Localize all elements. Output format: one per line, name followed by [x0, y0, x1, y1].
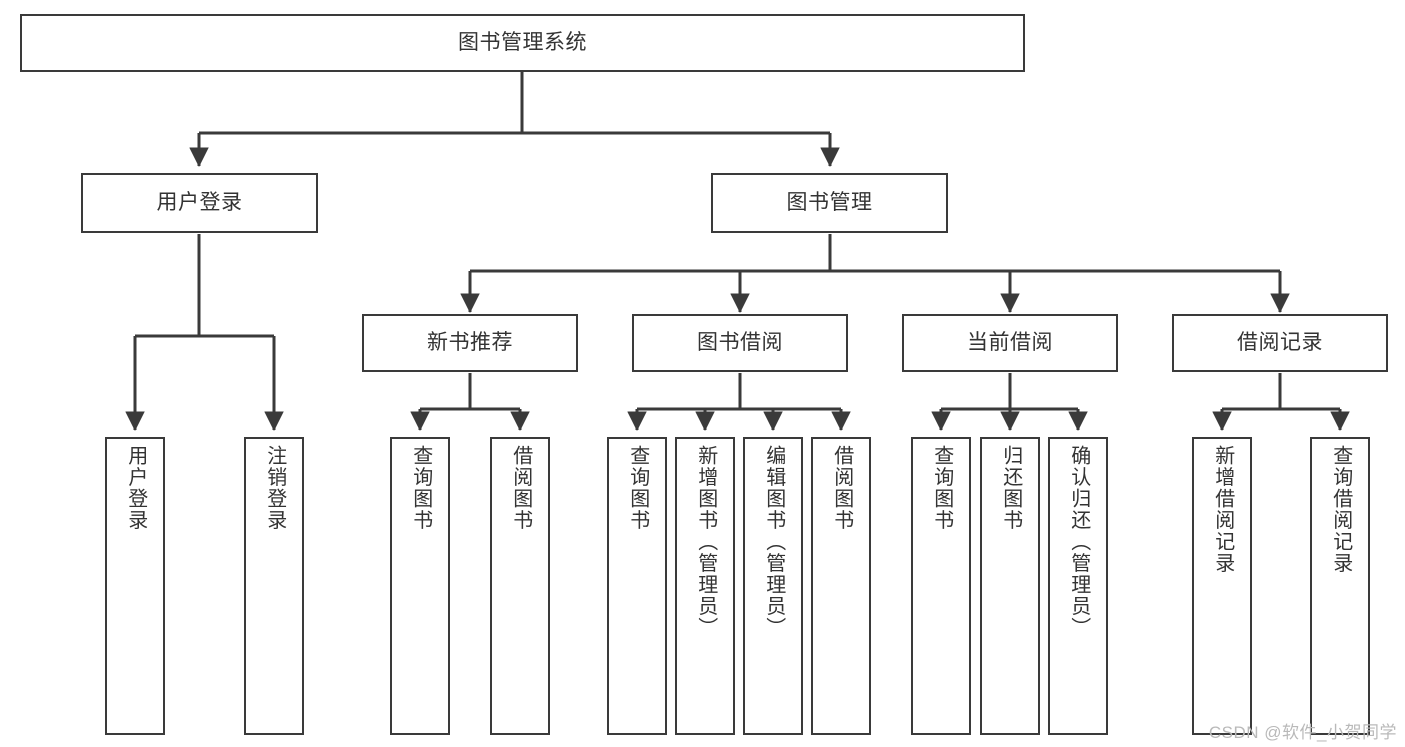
node-leaf-user-login-logout-label: 注销登录 [263, 445, 286, 531]
node-leaf-book-borrow-edit[interactable]: 编辑图书（管理员） [743, 437, 803, 735]
node-current-borrow-label: 当前借阅 [967, 330, 1053, 354]
node-root-system-label: 图书管理系统 [458, 30, 587, 54]
node-root-system[interactable]: 图书管理系统 [20, 14, 1025, 72]
node-leaf-book-borrow-borrow-label: 借阅图书 [830, 445, 853, 531]
node-new-book-recommend[interactable]: 新书推荐 [362, 314, 578, 372]
node-leaf-new-book-query-label: 查询图书 [409, 445, 432, 531]
node-leaf-book-borrow-borrow[interactable]: 借阅图书 [811, 437, 871, 735]
node-leaf-current-borrow-query-label: 查询图书 [930, 445, 953, 531]
node-borrow-record-label: 借阅记录 [1237, 330, 1323, 354]
node-leaf-user-login-logout[interactable]: 注销登录 [244, 437, 304, 735]
node-book-management-label: 图书管理 [786, 190, 873, 214]
node-book-borrow[interactable]: 图书借阅 [632, 314, 848, 372]
node-leaf-current-borrow-confirm[interactable]: 确认归还（管理员） [1048, 437, 1108, 735]
node-leaf-current-borrow-confirm-label: 确认归还（管理员） [1067, 445, 1090, 639]
node-current-borrow[interactable]: 当前借阅 [902, 314, 1118, 372]
node-leaf-book-borrow-add-label: 新增图书（管理员） [694, 445, 717, 639]
node-leaf-current-borrow-query[interactable]: 查询图书 [911, 437, 971, 735]
node-leaf-borrow-record-add[interactable]: 新增借阅记录 [1192, 437, 1252, 735]
node-borrow-record[interactable]: 借阅记录 [1172, 314, 1388, 372]
node-leaf-new-book-borrow-label: 借阅图书 [509, 445, 532, 531]
node-book-borrow-label: 图书借阅 [697, 330, 783, 354]
node-leaf-user-login-login[interactable]: 用户登录 [105, 437, 165, 735]
node-leaf-borrow-record-query-label: 查询借阅记录 [1329, 445, 1352, 574]
node-leaf-borrow-record-query[interactable]: 查询借阅记录 [1310, 437, 1370, 735]
node-leaf-current-borrow-return-label: 归还图书 [999, 445, 1022, 531]
node-leaf-book-borrow-add[interactable]: 新增图书（管理员） [675, 437, 735, 735]
node-leaf-book-borrow-query[interactable]: 查询图书 [607, 437, 667, 735]
node-leaf-book-borrow-query-label: 查询图书 [626, 445, 649, 531]
node-user-login[interactable]: 用户登录 [81, 173, 318, 233]
node-user-login-label: 用户登录 [156, 190, 243, 214]
node-leaf-borrow-record-add-label: 新增借阅记录 [1211, 445, 1234, 574]
node-leaf-new-book-borrow[interactable]: 借阅图书 [490, 437, 550, 735]
node-leaf-new-book-query[interactable]: 查询图书 [390, 437, 450, 735]
node-leaf-current-borrow-return[interactable]: 归还图书 [980, 437, 1040, 735]
node-leaf-user-login-login-label: 用户登录 [124, 445, 147, 531]
node-leaf-book-borrow-edit-label: 编辑图书（管理员） [762, 445, 785, 639]
node-book-management[interactable]: 图书管理 [711, 173, 948, 233]
node-new-book-recommend-label: 新书推荐 [427, 330, 513, 354]
csdn-watermark: CSDN @软件_小贺同学 [1208, 723, 1397, 742]
